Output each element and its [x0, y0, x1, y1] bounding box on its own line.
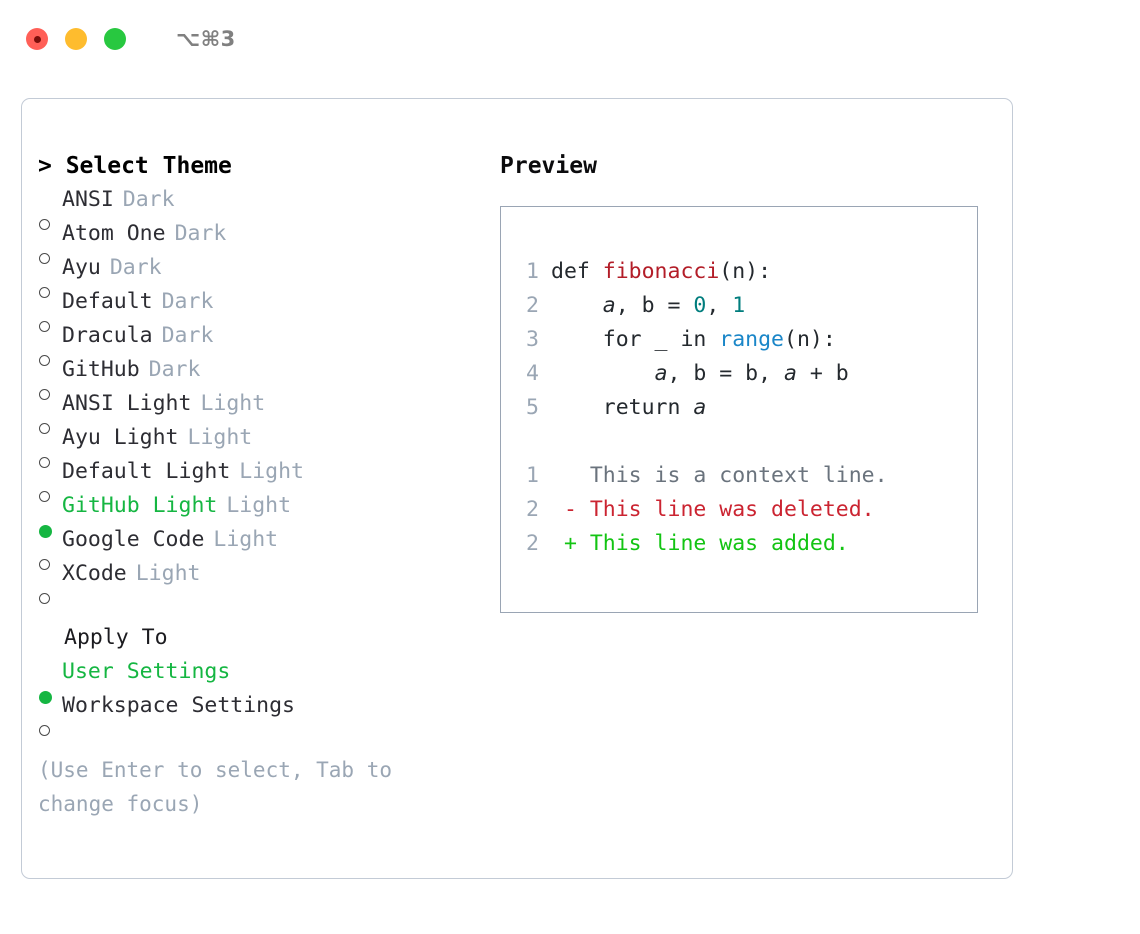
theme-option-github-light[interactable]: GitHub Light Light [38, 489, 498, 538]
theme-variant-tag: Dark [161, 323, 214, 348]
theme-option-ayu[interactable]: Ayu Dark [38, 251, 498, 298]
theme-name: ANSI Light [62, 391, 192, 416]
diff-text: + This line was added. [551, 531, 849, 556]
code-token: (n): [719, 259, 772, 284]
minimize-button[interactable] [65, 28, 87, 50]
diff-text: This is a context line. [551, 463, 888, 488]
code-token: for _ in [551, 327, 720, 352]
code-token: 1 [732, 293, 746, 318]
theme-name: Default Light [62, 459, 231, 484]
theme-variant-tag: Dark [122, 187, 175, 212]
apply-to-option-user-settings[interactable]: User Settings [38, 655, 498, 704]
apply-to-label: Workspace Settings [62, 693, 295, 718]
theme-variant-tag: Light [187, 425, 253, 450]
diff-line-del: 2 - This line was deleted. [517, 493, 888, 527]
theme-option-dracula[interactable]: Dracula Dark [38, 319, 498, 366]
code-token: range [719, 327, 785, 352]
theme-name: GitHub Light [62, 493, 218, 518]
code-line: 4 a, b = b, a + b [517, 357, 888, 391]
code-line: 2 a, b = 0, 1 [517, 289, 888, 323]
code-token: (n): [784, 327, 836, 352]
line-number: 2 [526, 531, 539, 556]
line-number: 1 [526, 463, 539, 488]
theme-option-ayu-light[interactable]: Ayu Light Light [38, 421, 498, 468]
theme-name: GitHub [62, 357, 140, 382]
keyboard-hint-text: (Use Enter to select, Tab to change focu… [38, 758, 393, 816]
theme-variant-tag: Light [200, 391, 266, 416]
theme-option-google-code[interactable]: Google Code Light [38, 523, 498, 570]
theme-variant-tag: Light [226, 493, 292, 518]
theme-name: Default [62, 289, 153, 314]
theme-name: XCode [62, 561, 127, 586]
theme-variant-tag: Dark [148, 357, 201, 382]
theme-name: Dracula [62, 323, 153, 348]
line-number: 5 [526, 395, 539, 420]
diff-text: - This line was deleted. [551, 497, 875, 522]
code-token: , b = [615, 293, 694, 318]
line-number: 3 [526, 327, 539, 352]
code-token: def [551, 259, 603, 284]
code-line: 1 def fibonacci(n): [517, 255, 888, 289]
select-theme-header: > Select Theme [38, 153, 232, 179]
window-controls [26, 28, 126, 50]
code-token: , b = b, [667, 361, 785, 386]
line-number: 2 [526, 497, 539, 522]
title-bar: ⌥⌘3 [0, 0, 1140, 78]
code-line: 3 for _ in range(n): [517, 323, 888, 357]
theme-variant-tag: Light [135, 561, 201, 586]
preview-divider [517, 425, 888, 459]
diff-line-ctx: 1 This is a context line. [517, 459, 888, 493]
code-token: fibonacci [602, 259, 720, 284]
line-number: 4 [526, 361, 539, 386]
diff-line-add: 2 + This line was added. [517, 527, 888, 561]
code-token: , [706, 293, 733, 318]
theme-name: ANSI [62, 187, 114, 212]
theme-variant-tag: Dark [161, 289, 214, 314]
code-token: a [693, 395, 707, 420]
code-token: return [551, 395, 694, 420]
code-token: 0 [693, 293, 707, 318]
theme-name: Atom One [62, 221, 166, 246]
apply-to-label: User Settings [62, 659, 231, 684]
theme-option-default[interactable]: Default Dark [38, 285, 498, 332]
theme-variant-tag: Dark [174, 221, 227, 246]
apply-to-option-workspace-settings[interactable]: Workspace Settings [38, 689, 498, 736]
line-number: 2 [526, 293, 539, 318]
theme-option-default-light[interactable]: Default Light Light [38, 455, 498, 502]
code-token: + b [796, 361, 849, 386]
theme-variant-tag: Light [239, 459, 305, 484]
theme-option-github[interactable]: GitHub Dark [38, 353, 498, 400]
theme-option-ansi-light[interactable]: ANSI Light Light [38, 387, 498, 434]
theme-name: Google Code [62, 527, 205, 552]
theme-option-xcode[interactable]: XCode Light [38, 557, 498, 604]
code-token [551, 361, 655, 386]
code-token: a [654, 361, 668, 386]
maximize-button[interactable] [104, 28, 126, 50]
theme-name: Ayu [62, 255, 101, 280]
code-token: a [784, 361, 797, 386]
code-token [551, 293, 603, 318]
theme-option-ansi[interactable]: ANSI Dark [38, 183, 498, 230]
code-line: 5 return a [517, 391, 888, 425]
theme-variant-tag: Dark [109, 255, 162, 280]
code-token: a [602, 293, 616, 318]
close-button[interactable] [26, 28, 48, 50]
theme-name: Ayu Light [62, 425, 179, 450]
theme-variant-tag: Light [213, 527, 279, 552]
line-number: 1 [526, 259, 539, 284]
preview-title: Preview [500, 153, 597, 179]
theme-option-atom-one[interactable]: Atom One Dark [38, 217, 498, 264]
apply-to-header: Apply To [64, 625, 168, 650]
keyboard-shortcut-label: ⌥⌘3 [176, 27, 236, 51]
section-spacer [38, 591, 498, 621]
